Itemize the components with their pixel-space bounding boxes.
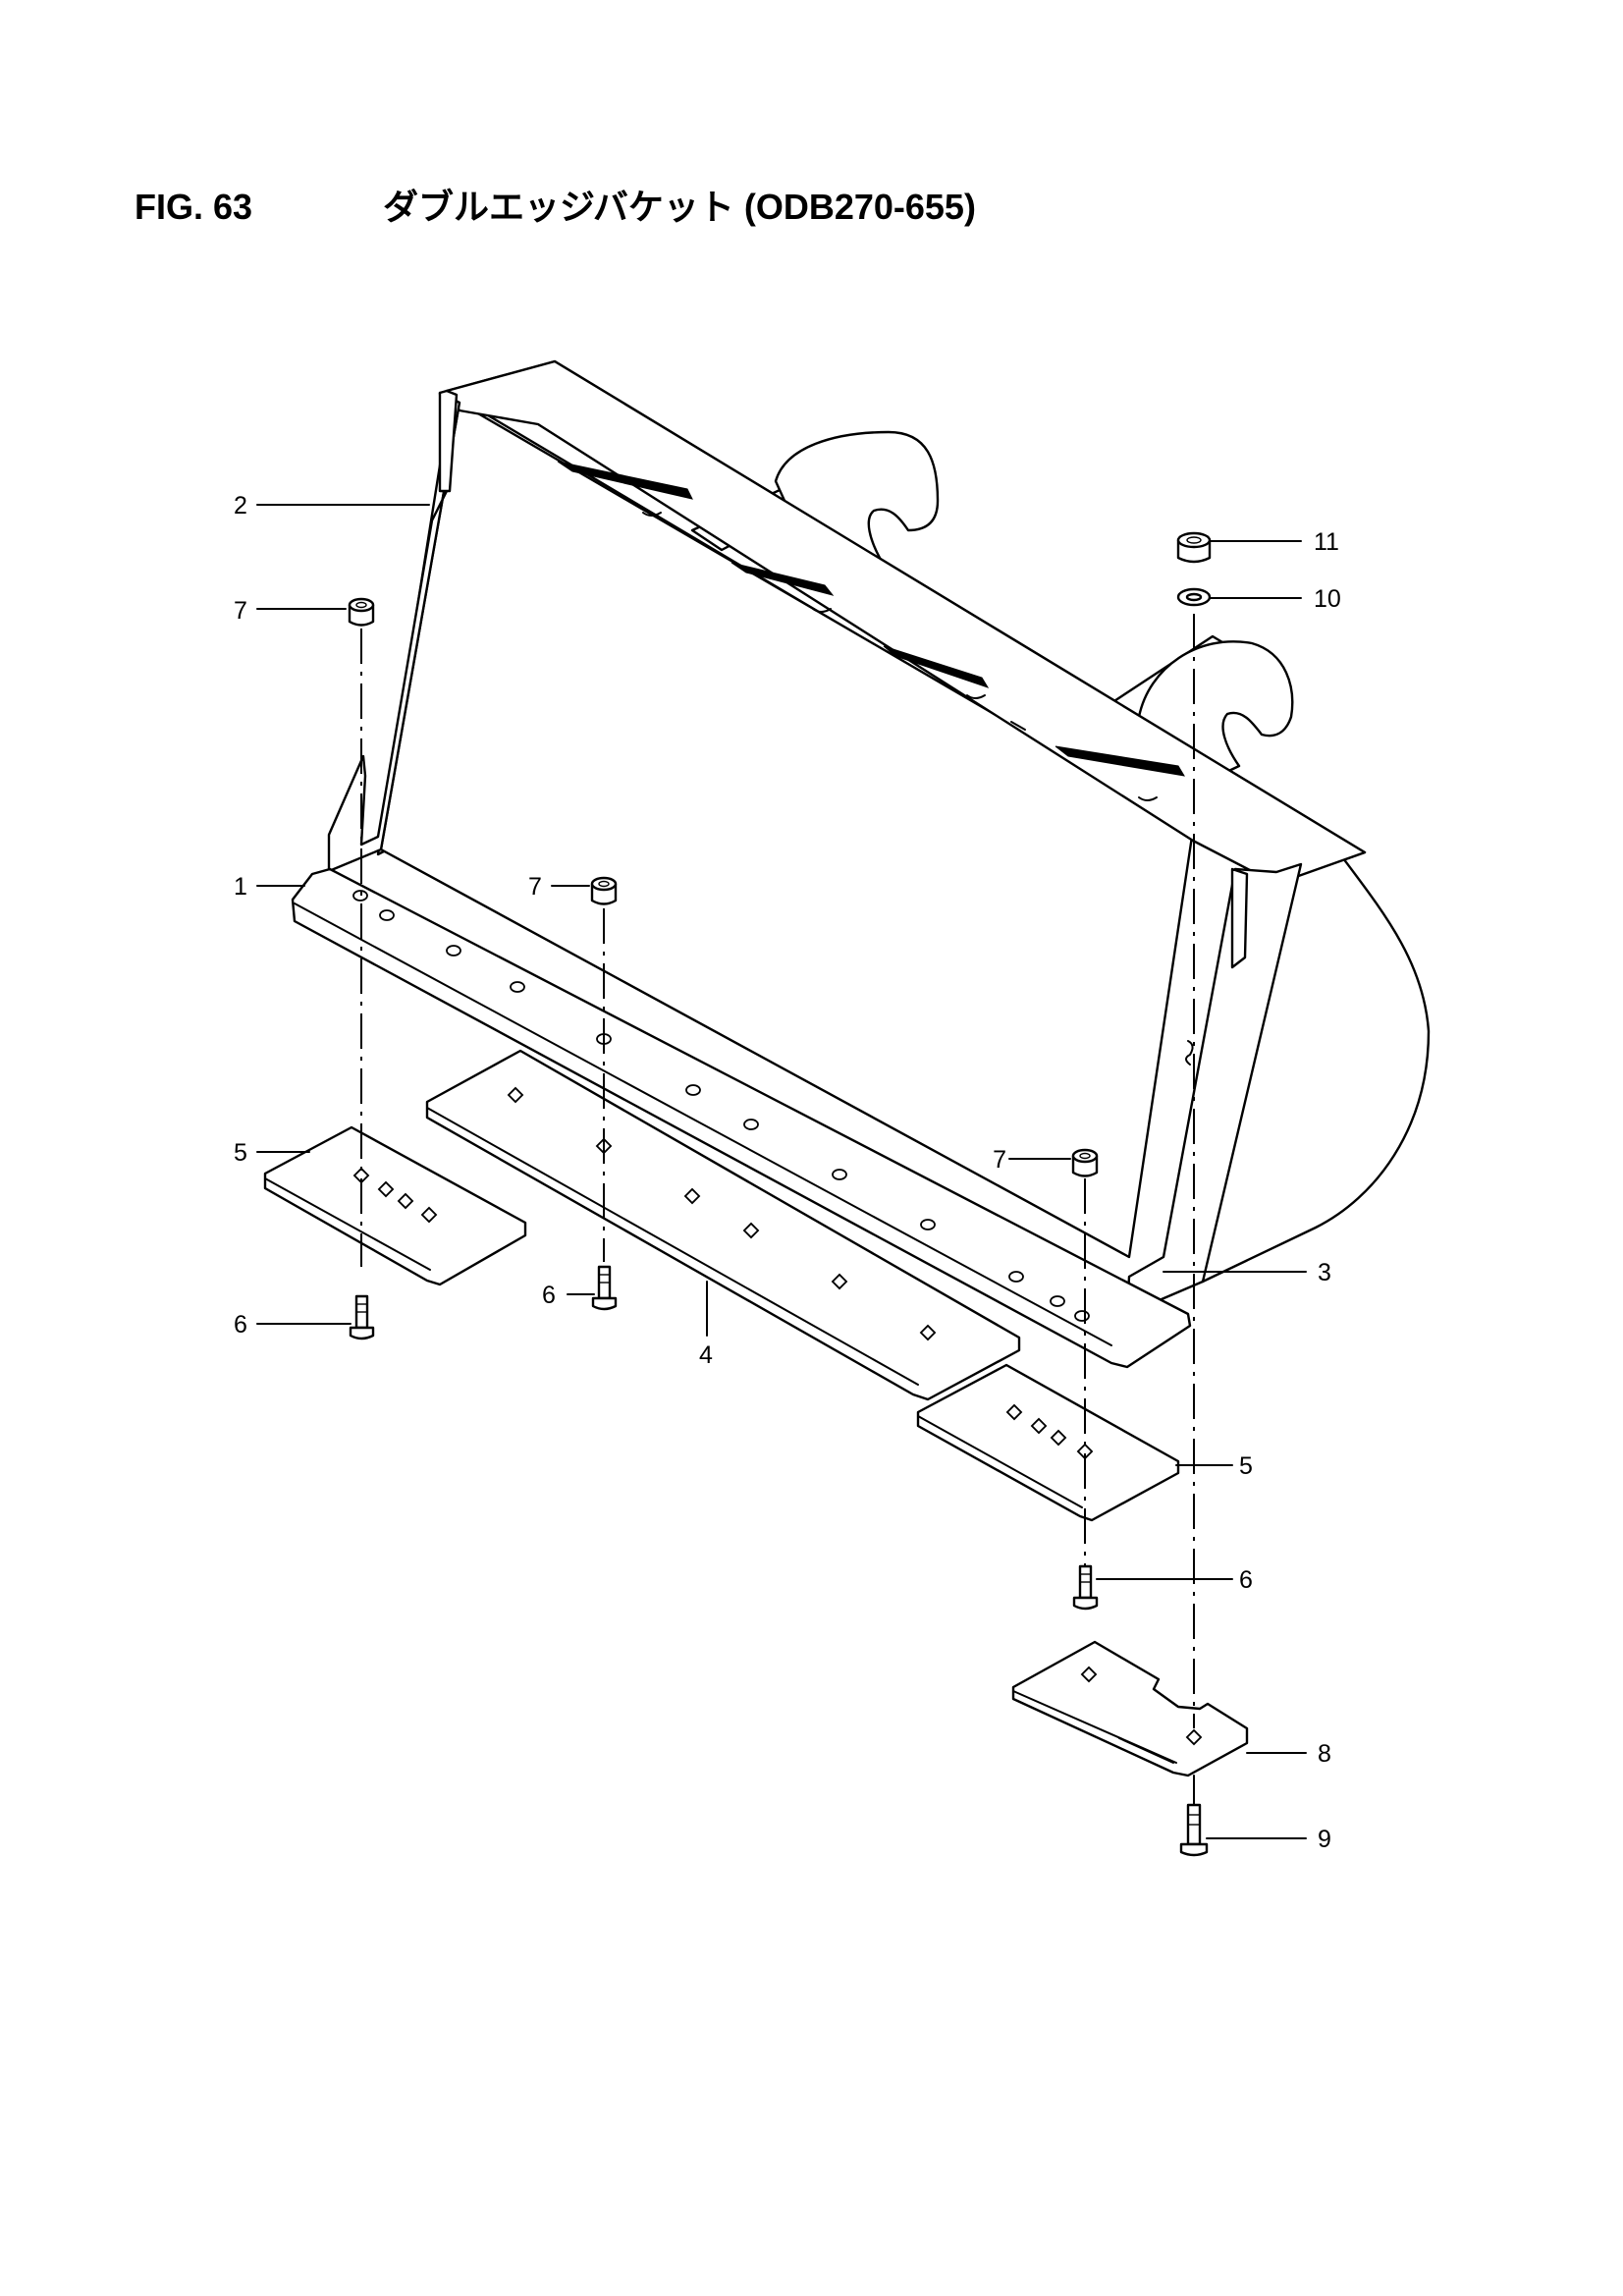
bolt-6-center: [591, 1265, 618, 1311]
nut-11: [1176, 531, 1212, 564]
callout-11: 11: [1314, 528, 1339, 556]
figure-number: FIG. 63: [135, 187, 253, 227]
callout-5-left: 5: [234, 1139, 247, 1167]
nut-7-right: [1071, 1148, 1099, 1177]
callout-6-center: 6: [542, 1282, 556, 1309]
cutting-edge: [291, 867, 1192, 1369]
callout-3: 3: [1318, 1259, 1331, 1286]
bolt-6-right: [1072, 1564, 1099, 1611]
callout-labels: 2 7 1 7 7 11 10 3 5 5 6 6 6 4 8 9: [234, 492, 1341, 1853]
alignment-centerlines: [360, 614, 1195, 1728]
bolt-9: [1179, 1775, 1209, 1857]
callout-7-left: 7: [234, 597, 247, 625]
callout-1: 1: [234, 873, 247, 901]
callout-6-right: 6: [1239, 1566, 1253, 1594]
bolt-6-left: [349, 1294, 375, 1340]
bolt-on-edge-right: [916, 1363, 1180, 1522]
callout-10: 10: [1314, 585, 1341, 613]
callout-6-left: 6: [234, 1311, 247, 1339]
washer-10: [1176, 587, 1212, 607]
callout-9: 9: [1318, 1826, 1331, 1853]
bucket-body: [327, 359, 1431, 1316]
callout-8: 8: [1318, 1740, 1331, 1768]
figure-title: ダブルエッジバケット (ODB270-655): [383, 187, 976, 227]
callout-5-right: 5: [1239, 1452, 1253, 1480]
nut-7-left: [348, 597, 375, 627]
leader-lines: [256, 504, 1307, 1839]
callout-7-right: 7: [993, 1146, 1006, 1174]
callout-2: 2: [234, 492, 247, 519]
bolt-on-edge-left: [263, 1125, 527, 1286]
callout-4: 4: [699, 1341, 713, 1369]
bolt-on-edge-center: [425, 1049, 1021, 1401]
corner-protector: [1011, 1640, 1249, 1777]
callout-7-center: 7: [528, 873, 542, 901]
nut-7-center: [590, 876, 618, 905]
